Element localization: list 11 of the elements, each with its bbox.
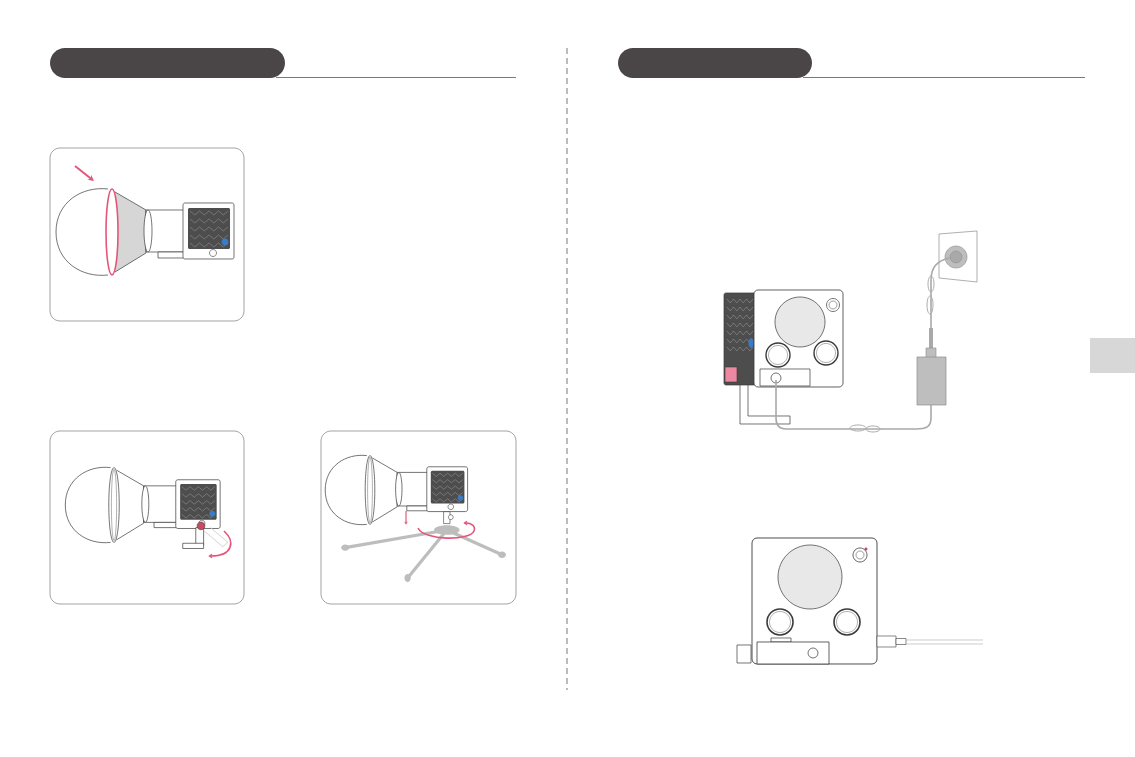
image-frame: [320, 430, 517, 605]
lamp-illustration: [64, 466, 229, 549]
light-with-cable-illustration: [736, 537, 984, 665]
image-frame: [49, 430, 245, 605]
side-tab: [1090, 338, 1135, 373]
heading-bar: [50, 48, 285, 78]
light-with-charger-illustration: [723, 230, 978, 433]
lamp-illustration: [55, 188, 235, 276]
image-frame: [49, 147, 245, 322]
lamp-on-tripod-illustration: [324, 454, 506, 582]
heading-bar: [618, 48, 812, 78]
